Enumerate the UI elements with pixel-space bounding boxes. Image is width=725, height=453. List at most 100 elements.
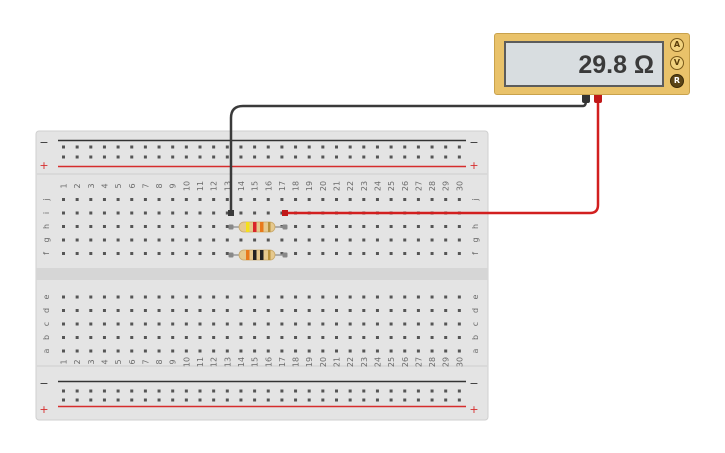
breadboard-hole[interactable] bbox=[212, 198, 216, 201]
rail-hole[interactable] bbox=[403, 398, 407, 402]
breadboard-hole[interactable] bbox=[184, 309, 188, 312]
rail-hole[interactable] bbox=[444, 155, 448, 159]
rail-hole[interactable] bbox=[116, 145, 120, 149]
breadboard-hole[interactable] bbox=[294, 238, 298, 242]
rail-hole[interactable] bbox=[143, 155, 147, 159]
breadboard-hole[interactable] bbox=[362, 238, 366, 242]
rail-hole[interactable] bbox=[457, 155, 461, 159]
breadboard-hole[interactable] bbox=[457, 198, 461, 201]
breadboard-hole[interactable] bbox=[416, 336, 420, 339]
breadboard-hole[interactable] bbox=[403, 295, 407, 299]
breadboard-hole[interactable] bbox=[444, 349, 448, 353]
breadboard-hole[interactable] bbox=[212, 295, 216, 299]
breadboard-hole[interactable] bbox=[430, 225, 434, 228]
breadboard-hole[interactable] bbox=[130, 295, 134, 299]
rail-hole[interactable] bbox=[348, 389, 352, 393]
breadboard-hole[interactable] bbox=[157, 211, 161, 215]
rail-hole[interactable] bbox=[280, 145, 284, 149]
rail-hole[interactable] bbox=[89, 145, 93, 149]
breadboard-hole[interactable] bbox=[348, 238, 352, 242]
breadboard-hole[interactable] bbox=[198, 238, 202, 242]
breadboard-hole[interactable] bbox=[89, 322, 93, 326]
breadboard-hole[interactable] bbox=[375, 322, 379, 326]
breadboard-hole[interactable] bbox=[403, 225, 407, 228]
breadboard-hole[interactable] bbox=[266, 211, 270, 215]
breadboard-hole[interactable] bbox=[362, 349, 366, 353]
breadboard-hole[interactable] bbox=[102, 309, 106, 312]
breadboard-hole[interactable] bbox=[403, 309, 407, 312]
breadboard-hole[interactable] bbox=[198, 349, 202, 353]
breadboard-hole[interactable] bbox=[171, 238, 175, 242]
rail-hole[interactable] bbox=[335, 389, 338, 393]
breadboard-hole[interactable] bbox=[321, 238, 325, 242]
rail-hole[interactable] bbox=[171, 389, 175, 393]
breadboard-hole[interactable] bbox=[321, 322, 325, 326]
rail-hole[interactable] bbox=[253, 145, 257, 149]
rail-hole[interactable] bbox=[143, 398, 147, 402]
breadboard-hole[interactable] bbox=[444, 295, 448, 299]
breadboard-hole[interactable] bbox=[225, 211, 229, 215]
breadboard-hole[interactable] bbox=[457, 336, 461, 339]
rail-hole[interactable] bbox=[457, 389, 461, 393]
breadboard-hole[interactable] bbox=[253, 295, 257, 299]
breadboard-hole[interactable] bbox=[171, 198, 175, 201]
breadboard-hole[interactable] bbox=[130, 349, 134, 353]
breadboard-hole[interactable] bbox=[307, 322, 311, 326]
breadboard-hole[interactable] bbox=[157, 198, 161, 201]
breadboard-hole[interactable] bbox=[348, 198, 352, 201]
rail-hole[interactable] bbox=[157, 155, 161, 159]
rail-hole[interactable] bbox=[375, 389, 379, 393]
breadboard-hole[interactable] bbox=[335, 295, 338, 299]
rail-hole[interactable] bbox=[184, 155, 188, 159]
rail-hole[interactable] bbox=[307, 398, 311, 402]
rail-hole[interactable] bbox=[416, 145, 420, 149]
breadboard-hole[interactable] bbox=[348, 295, 352, 299]
breadboard-hole[interactable] bbox=[89, 238, 93, 242]
rail-hole[interactable] bbox=[389, 389, 393, 393]
rail-hole[interactable] bbox=[280, 155, 284, 159]
breadboard-hole[interactable] bbox=[321, 336, 325, 339]
rail-hole[interactable] bbox=[62, 389, 65, 393]
breadboard-hole[interactable] bbox=[335, 252, 338, 255]
rail-hole[interactable] bbox=[457, 145, 461, 149]
rail-hole[interactable] bbox=[171, 145, 175, 149]
breadboard-hole[interactable] bbox=[116, 309, 120, 312]
breadboard-hole[interactable] bbox=[212, 349, 216, 353]
breadboard-hole[interactable] bbox=[171, 336, 175, 339]
breadboard-hole[interactable] bbox=[239, 238, 243, 242]
breadboard-hole[interactable] bbox=[253, 322, 257, 326]
breadboard-hole[interactable] bbox=[130, 198, 134, 201]
resistor-2[interactable] bbox=[228, 249, 288, 261]
rail-hole[interactable] bbox=[157, 389, 161, 393]
breadboard-hole[interactable] bbox=[225, 309, 229, 312]
breadboard-hole[interactable] bbox=[102, 211, 106, 215]
breadboard-hole[interactable] bbox=[321, 225, 325, 228]
breadboard-hole[interactable] bbox=[102, 295, 106, 299]
breadboard-hole[interactable] bbox=[225, 238, 229, 242]
breadboard-hole[interactable] bbox=[198, 309, 202, 312]
breadboard-hole[interactable] bbox=[102, 238, 106, 242]
breadboard-hole[interactable] bbox=[294, 198, 298, 201]
breadboard-hole[interactable] bbox=[403, 238, 407, 242]
breadboard-hole[interactable] bbox=[335, 238, 338, 242]
breadboard-hole[interactable] bbox=[75, 309, 79, 312]
breadboard-hole[interactable] bbox=[444, 238, 448, 242]
breadboard-hole[interactable] bbox=[212, 211, 216, 215]
breadboard-hole[interactable] bbox=[253, 198, 257, 201]
breadboard-hole[interactable] bbox=[225, 336, 229, 339]
rail-hole[interactable] bbox=[184, 398, 188, 402]
breadboard-hole[interactable] bbox=[62, 198, 65, 201]
breadboard-hole[interactable] bbox=[184, 322, 188, 326]
rail-hole[interactable] bbox=[335, 145, 338, 149]
breadboard-hole[interactable] bbox=[444, 336, 448, 339]
breadboard-hole[interactable] bbox=[157, 238, 161, 242]
breadboard-hole[interactable] bbox=[280, 238, 284, 242]
breadboard-hole[interactable] bbox=[157, 336, 161, 339]
breadboard-hole[interactable] bbox=[375, 336, 379, 339]
breadboard-hole[interactable] bbox=[403, 349, 407, 353]
breadboard-hole[interactable] bbox=[444, 309, 448, 312]
breadboard-hole[interactable] bbox=[348, 225, 352, 228]
breadboard-hole[interactable] bbox=[239, 349, 243, 353]
rail-hole[interactable] bbox=[62, 398, 65, 402]
breadboard-hole[interactable] bbox=[143, 349, 147, 353]
